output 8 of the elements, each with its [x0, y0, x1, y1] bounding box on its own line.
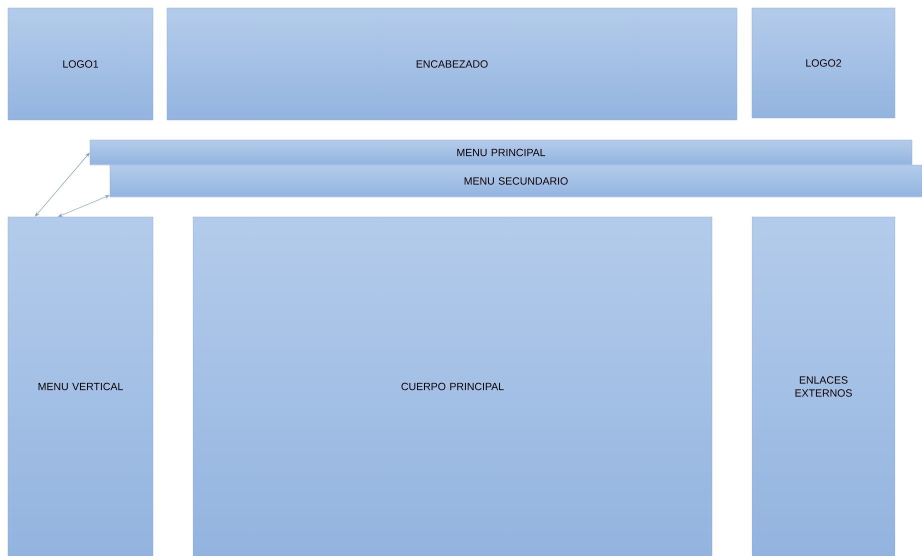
- menu-bar: MENU SECUNDARIO: [110, 164, 922, 198]
- header-box: ENCABEZADO: [166, 8, 738, 120]
- corner-box: LOGO1: [8, 8, 154, 120]
- corner-box: LOGO2: [752, 8, 896, 118]
- menu-bar: MENU PRINCIPAL: [90, 140, 912, 166]
- content-box: CUERPO PRINCIPAL: [192, 216, 712, 556]
- sidebar-box: ENLACES EXTERNOS: [752, 216, 896, 556]
- sidebar-box: MENU VERTICAL: [8, 216, 154, 556]
